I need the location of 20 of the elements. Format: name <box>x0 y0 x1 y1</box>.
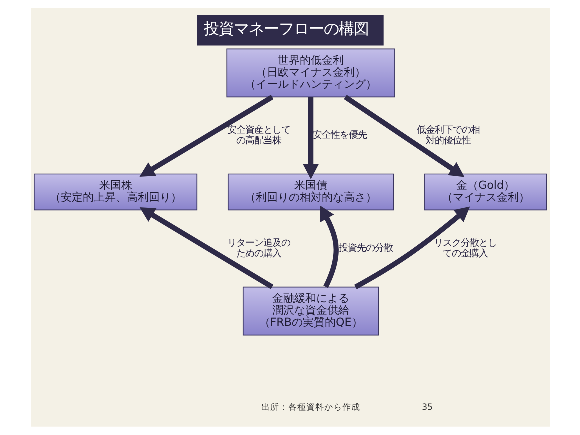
edge-label: 安全性を優先 <box>312 130 367 142</box>
arrow <box>139 95 274 177</box>
node-box: 米国株 （安定的上昇、高利回り） <box>34 174 198 211</box>
arrow <box>302 97 318 180</box>
label: 35 <box>422 403 432 414</box>
node-box: 金（Gold） （マイナス金利） <box>424 174 546 211</box>
node-box: 世界的低金利 （日欧マイナス金利） （イールドハンティング） <box>226 48 395 98</box>
arrow <box>354 206 470 290</box>
edge-label: 投資先の分散 <box>338 243 392 254</box>
arrow <box>320 206 338 288</box>
arrow <box>139 208 274 290</box>
edge-label: 低金利下での相対的優位性 <box>416 124 480 146</box>
edge-label: 安全資産としての高配当株 <box>227 124 290 146</box>
edge-label: リスク分散としての金購入 <box>434 238 497 260</box>
diagram-title: 投資マネーフローの構図 <box>204 20 368 38</box>
arrow <box>344 95 464 178</box>
node-box: 米国債 （利回りの相対的な高さ） <box>227 174 394 211</box>
label: 出所：各種資料から作成 <box>261 403 360 414</box>
edge-label: リターン追及のための購入 <box>227 238 290 260</box>
node-box: 金融緩和による潤沢な資金供給 （FRBの実質的QE） <box>242 286 379 336</box>
